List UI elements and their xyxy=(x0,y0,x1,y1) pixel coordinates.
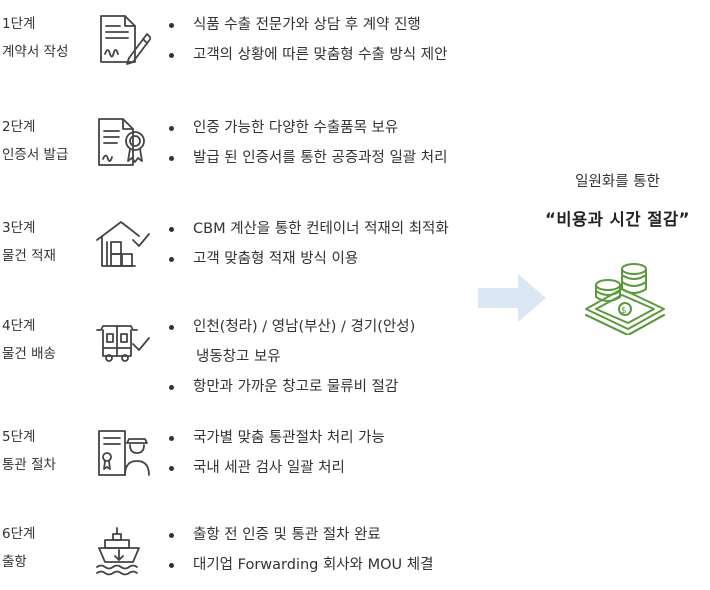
step-title: 물건 배송 xyxy=(2,346,56,362)
step-stage: 4단계 xyxy=(2,318,36,334)
step-stage: 6단계 xyxy=(2,526,36,542)
cargo-ship-icon xyxy=(95,524,151,576)
bullet-text: 냉동창고 보유 xyxy=(196,349,281,365)
result-title: “비용과 시간 절감” xyxy=(545,210,690,229)
right-arrow-icon xyxy=(478,272,548,324)
bullet-dot xyxy=(169,436,174,441)
bullet-text: 고객의 상황에 따른 맞춤형 수출 방식 제안 xyxy=(193,47,448,63)
certificate-icon xyxy=(95,117,151,169)
bullet-text: 고객 맞춤형 적재 방식 이용 xyxy=(193,251,359,267)
bullet-text: 식품 수출 전문가와 상담 후 계약 진행 xyxy=(193,17,421,33)
step-title: 통관 절차 xyxy=(2,457,56,473)
step-bullets: 출항 전 인증 및 통관 절차 완료 대기업 Forwarding 회사와 MO… xyxy=(166,520,433,580)
result-caption: 일원화를 통한 xyxy=(575,174,660,190)
bullet-item: 고객 맞춤형 적재 방식 이용 xyxy=(166,244,449,274)
svg-text:$: $ xyxy=(621,306,627,316)
step-5: 5단계 통관 절차 국가별 맞춤 통관절차 처리 가능 국내 세관 검사 일괄 … xyxy=(0,423,470,483)
bullet-item: 항만과 가까운 창고로 물류비 절감 xyxy=(166,372,415,402)
step-label: 1단계 계약서 작성 xyxy=(2,10,68,66)
delivery-truck-icon xyxy=(95,316,151,368)
bullet-text: 대기업 Forwarding 회사와 MOU 체결 xyxy=(193,557,434,573)
bullet-text: 인천(청라) / 영남(부산) / 경기(안성) xyxy=(193,319,416,335)
contract-sign-icon xyxy=(95,14,152,66)
bullet-continuation: 냉동창고 보유 xyxy=(166,342,415,372)
bullet-dot xyxy=(169,53,174,58)
step-stage: 3단계 xyxy=(2,220,36,236)
bullet-text: 항만과 가까운 창고로 물류비 절감 xyxy=(193,379,399,395)
bullet-text: 출항 전 인증 및 통관 절차 완료 xyxy=(193,527,381,543)
bullet-dot xyxy=(169,23,174,28)
bullet-dot xyxy=(169,533,174,538)
bullet-item: 인천(청라) / 영남(부산) / 경기(안성) xyxy=(166,312,415,342)
bullet-text: 국내 세관 검사 일괄 처리 xyxy=(193,460,345,476)
step-title: 인증서 발급 xyxy=(2,147,69,163)
bullet-dot xyxy=(169,126,174,131)
step-title: 계약서 작성 xyxy=(2,44,69,60)
step-bullets: 인천(청라) / 영남(부산) / 경기(안성) 냉동창고 보유 항만과 가까운… xyxy=(166,312,415,402)
step-3: 3단계 물건 적재 CBM 계산을 통한 컨테이너 적재의 최적화 고객 맞춤형… xyxy=(0,214,470,274)
bullet-dot xyxy=(169,466,174,471)
step-bullets: 인증 가능한 다양한 수출품목 보유 발급 된 인증서를 통한 공증과정 일괄 … xyxy=(166,113,447,173)
step-label: 2단계 인증서 발급 xyxy=(2,113,68,169)
bullet-item: 출항 전 인증 및 통관 절차 완료 xyxy=(166,520,433,550)
bullet-dot xyxy=(169,325,174,330)
bullet-text: 국가별 맞춤 통관절차 처리 가능 xyxy=(193,430,385,446)
step-stage: 5단계 xyxy=(2,429,36,445)
step-bullets: 식품 수출 전문가와 상담 후 계약 진행 고객의 상황에 따른 맞춤형 수출 … xyxy=(166,10,447,70)
bullet-dot xyxy=(169,156,174,161)
step-stage: 2단계 xyxy=(2,119,36,135)
result-block: 일원화를 통한 “비용과 시간 절감” xyxy=(520,170,710,234)
bullet-dot xyxy=(169,257,174,262)
bullet-text: CBM 계산을 통한 컨테이너 적재의 최적화 xyxy=(193,221,449,237)
bullet-dot xyxy=(169,227,174,232)
step-label: 5단계 통관 절차 xyxy=(2,423,56,479)
step-4: 4단계 물건 배송 인천(청라) / 영남(부산) / 경기(안성) 냉동창고 … xyxy=(0,312,470,402)
money-savings-icon: $ xyxy=(580,255,670,336)
bullet-item: 식품 수출 전문가와 상담 후 계약 진행 xyxy=(166,10,447,40)
step-bullets: 국가별 맞춤 통관절차 처리 가능 국내 세관 검사 일괄 처리 xyxy=(166,423,385,483)
bullet-text: 인증 가능한 다양한 수출품목 보유 xyxy=(193,120,399,136)
step-bullets: CBM 계산을 통한 컨테이너 적재의 최적화 고객 맞춤형 적재 방식 이용 xyxy=(166,214,449,274)
bullet-item: 발급 된 인증서를 통한 공증과정 일괄 처리 xyxy=(166,143,447,173)
customs-officer-icon xyxy=(95,427,151,479)
bullet-item: 국가별 맞춤 통관절차 처리 가능 xyxy=(166,423,385,453)
step-title: 물건 적재 xyxy=(2,248,56,264)
step-stage: 1단계 xyxy=(2,16,36,32)
step-1: 1단계 계약서 작성 식품 수출 전문가와 상담 후 계약 진행 고객의 상황에… xyxy=(0,10,470,70)
bullet-dot xyxy=(169,563,174,568)
bullet-item: 대기업 Forwarding 회사와 MOU 체결 xyxy=(166,550,433,580)
bullet-item: 국내 세관 검사 일괄 처리 xyxy=(166,453,385,483)
step-title: 출항 xyxy=(2,554,27,570)
bullet-item: 인증 가능한 다양한 수출품목 보유 xyxy=(166,113,447,143)
step-label: 3단계 물건 적재 xyxy=(2,214,56,270)
step-label: 4단계 물건 배송 xyxy=(2,312,56,368)
step-6: 6단계 출항 출항 전 인증 및 통관 절차 완료 대기업 Forwarding… xyxy=(0,520,470,580)
bullet-item: 고객의 상황에 따른 맞춤형 수출 방식 제안 xyxy=(166,40,447,70)
warehouse-loading-icon xyxy=(95,218,151,270)
bullet-dot xyxy=(169,385,174,390)
bullet-text: 발급 된 인증서를 통한 공증과정 일괄 처리 xyxy=(193,150,448,166)
bullet-item: CBM 계산을 통한 컨테이너 적재의 최적화 xyxy=(166,214,449,244)
step-2: 2단계 인증서 발급 인증 가능한 다양한 수출품목 보유 발급 된 인증서를 … xyxy=(0,113,470,173)
step-label: 6단계 출항 xyxy=(2,520,35,576)
